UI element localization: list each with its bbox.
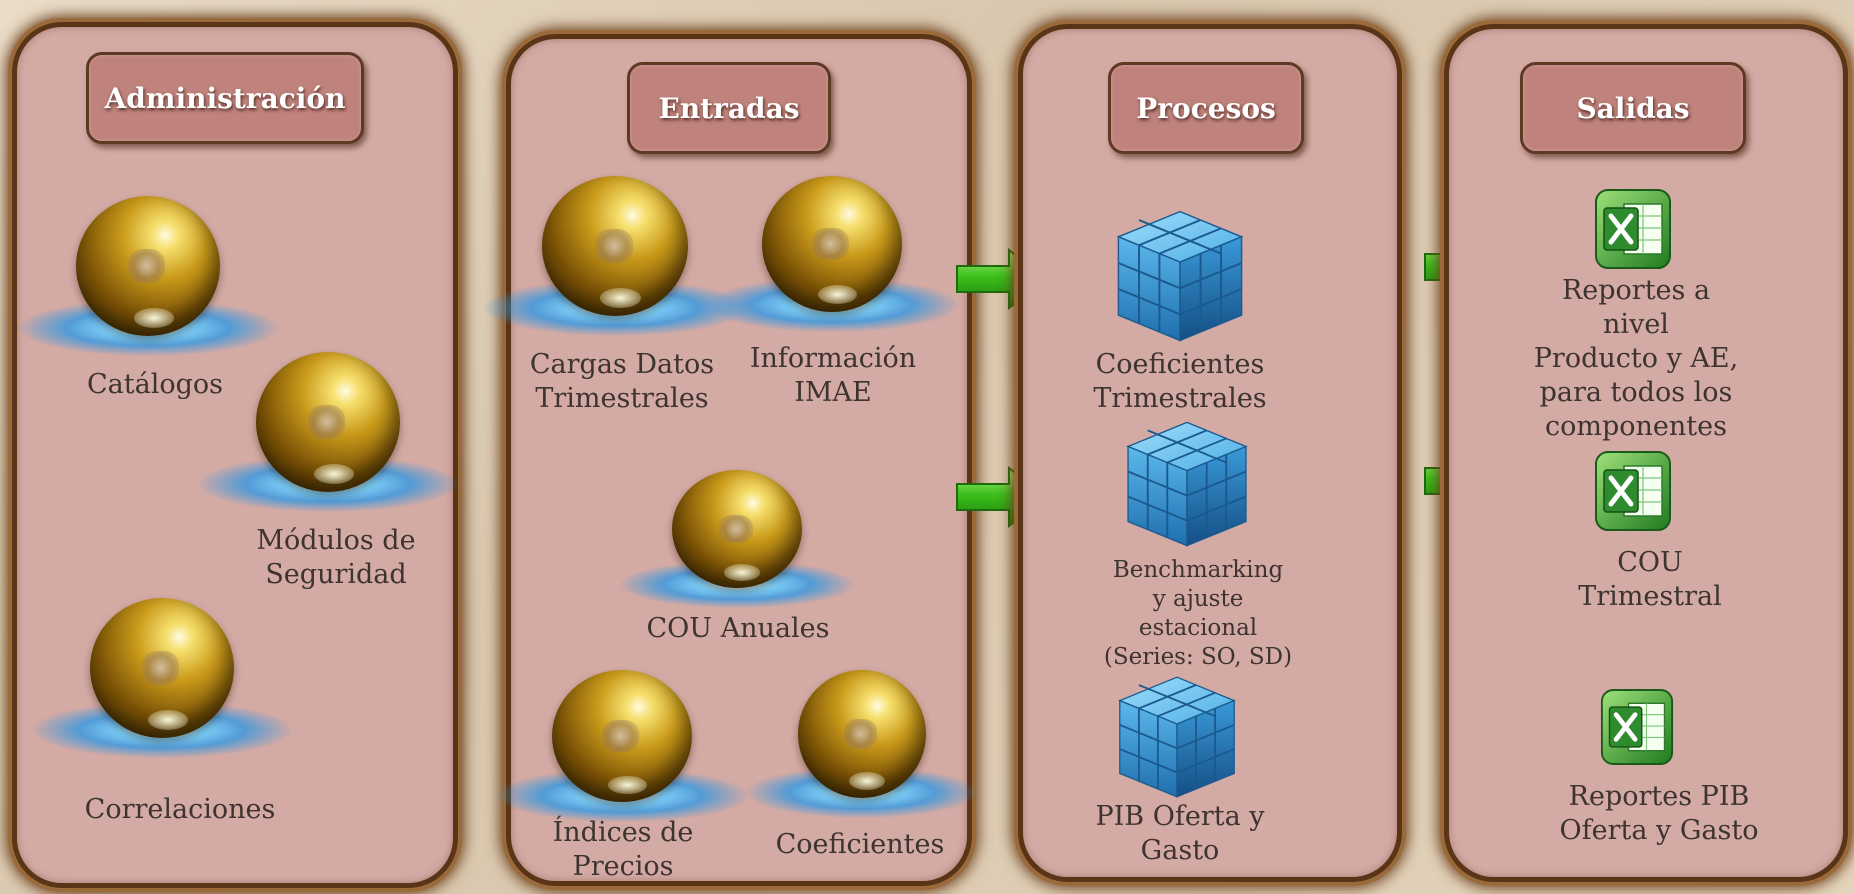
label-catalogos: Catálogos — [87, 369, 223, 400]
gold-sphere-icon — [620, 470, 854, 608]
blue-cube-icon — [1126, 421, 1248, 547]
gold-sphere-icon — [746, 670, 978, 818]
label-cou-anuales: COU Anuales — [646, 613, 830, 644]
gold-sphere-icon — [198, 352, 458, 512]
excel-icon — [1595, 189, 1671, 269]
header-entradas: Entradas — [627, 62, 831, 154]
header-administracion: Administración — [86, 52, 364, 144]
gold-sphere-icon — [496, 670, 748, 822]
gold-sphere-icon — [483, 176, 747, 336]
label-correlaciones: Correlaciones — [84, 794, 276, 825]
gold-sphere-icon — [18, 196, 278, 356]
label-coeficientes: Coeficientes — [775, 829, 945, 860]
header-procesos: Procesos — [1108, 62, 1304, 154]
gold-sphere-icon — [32, 598, 292, 758]
blue-cube-icon — [1116, 210, 1244, 342]
gold-sphere-icon — [706, 176, 958, 332]
excel-icon — [1600, 689, 1674, 765]
blue-cube-icon — [1118, 676, 1236, 798]
excel-icon — [1595, 451, 1671, 531]
header-salidas: Salidas — [1520, 62, 1746, 154]
